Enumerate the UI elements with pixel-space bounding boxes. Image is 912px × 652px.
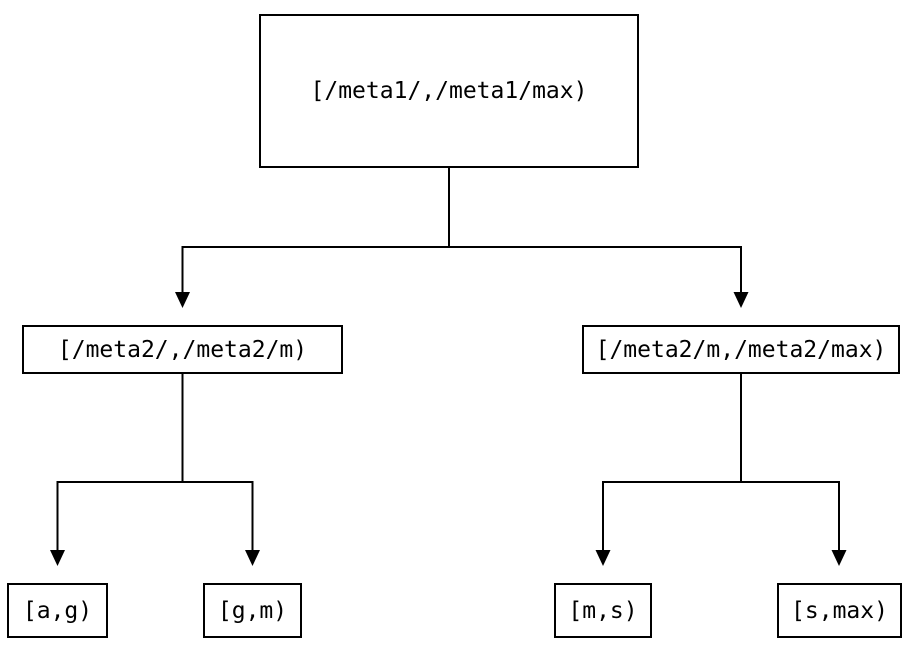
node-leaf-ms-label: [m,s) [568,597,638,624]
node-meta2-right: [/meta2/m,/meta2/max) [582,325,900,374]
node-meta2-left-label: [/meta2/,/meta2/m) [57,336,308,363]
arrowhead-icon [831,550,847,566]
arrowhead-icon [175,292,190,308]
node-meta2-right-label: [/meta2/m,/meta2/max) [595,336,887,363]
edge-right-branches [602,481,840,552]
node-meta2-left: [/meta2/,/meta2/m) [22,325,343,374]
arrowhead-icon [245,550,260,566]
edge-root-branches [181,246,742,294]
node-leaf-smax: [s,max) [777,583,902,638]
arrowhead-icon [50,550,65,566]
node-leaf-gm: [g,m) [203,583,302,638]
node-leaf-ag: [a,g) [7,583,108,638]
node-leaf-smax-label: [s,max) [791,597,888,624]
edge-left-branches [56,481,254,552]
node-leaf-gm-label: [g,m) [217,597,288,624]
arrowhead-icon [733,292,749,308]
node-root-label: [/meta1/,/meta1/max) [310,78,588,104]
node-leaf-ms: [m,s) [554,583,652,638]
node-root: [/meta1/,/meta1/max) [259,14,639,168]
arrowhead-icon [595,550,611,566]
node-leaf-ag-label: [a,g) [22,597,93,624]
